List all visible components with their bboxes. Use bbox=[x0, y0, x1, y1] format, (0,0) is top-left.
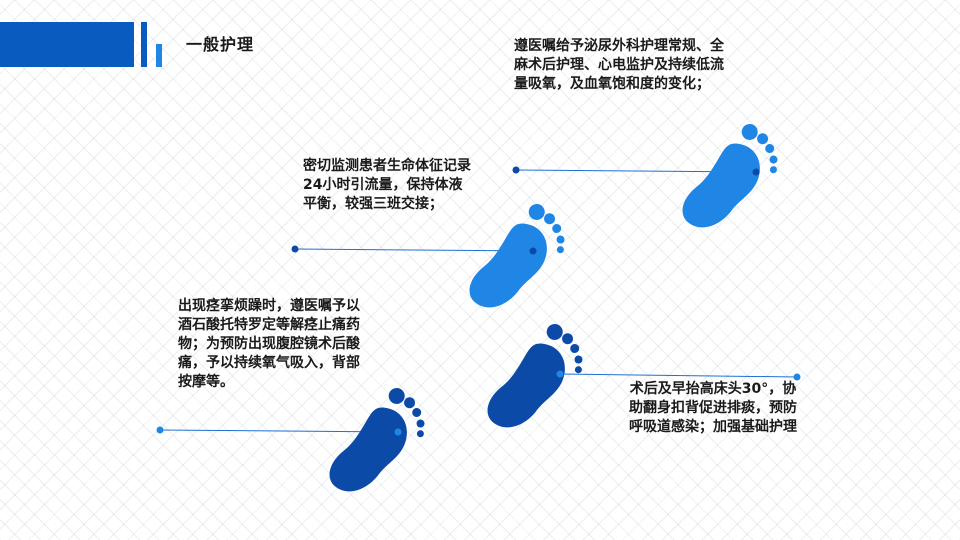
connector-dot bbox=[156, 426, 164, 434]
page-title: 一般护理 bbox=[186, 35, 255, 54]
connector-dot bbox=[512, 166, 520, 174]
care-note-2: 密切监测患者生命体征记录24小时引流量，保持体液平衡，较强三班交接； bbox=[303, 158, 471, 212]
footprint-icon bbox=[466, 193, 573, 321]
care-note-3: 出现痉挛烦躁时，遵医嘱予以酒石酸托特罗定等解痉止痛药物；为预防出现腹腔镜术后酸痛… bbox=[178, 298, 360, 390]
care-note-4: 术后及早抬高床头30°，协助翻身扣背促进排痰，预防呼吸道感染；加强基础护理 bbox=[629, 381, 797, 435]
connector-dot bbox=[793, 373, 801, 381]
connector-line-3 bbox=[159, 429, 399, 433]
connector-line-2 bbox=[294, 248, 534, 252]
care-note-1: 遵医嘱给予泌尿外科护理常规、全麻术后护理、心电监护及持续低流量吸氧，及血氧饱和度… bbox=[514, 38, 724, 92]
footprint-icon bbox=[679, 113, 786, 241]
footprint-anchor-dot bbox=[752, 168, 760, 176]
footprint-anchor-dot bbox=[529, 247, 537, 255]
connector-line-4 bbox=[559, 373, 798, 378]
header-accent-bar bbox=[141, 22, 147, 67]
footprint-anchor-dot bbox=[556, 370, 564, 378]
header-block bbox=[0, 22, 134, 67]
header-accent-bar-short bbox=[156, 44, 162, 67]
footprint-icon bbox=[326, 377, 433, 505]
footprint-anchor-dot bbox=[394, 428, 402, 436]
footprint-icon bbox=[484, 313, 591, 441]
connector-dot bbox=[291, 245, 299, 253]
